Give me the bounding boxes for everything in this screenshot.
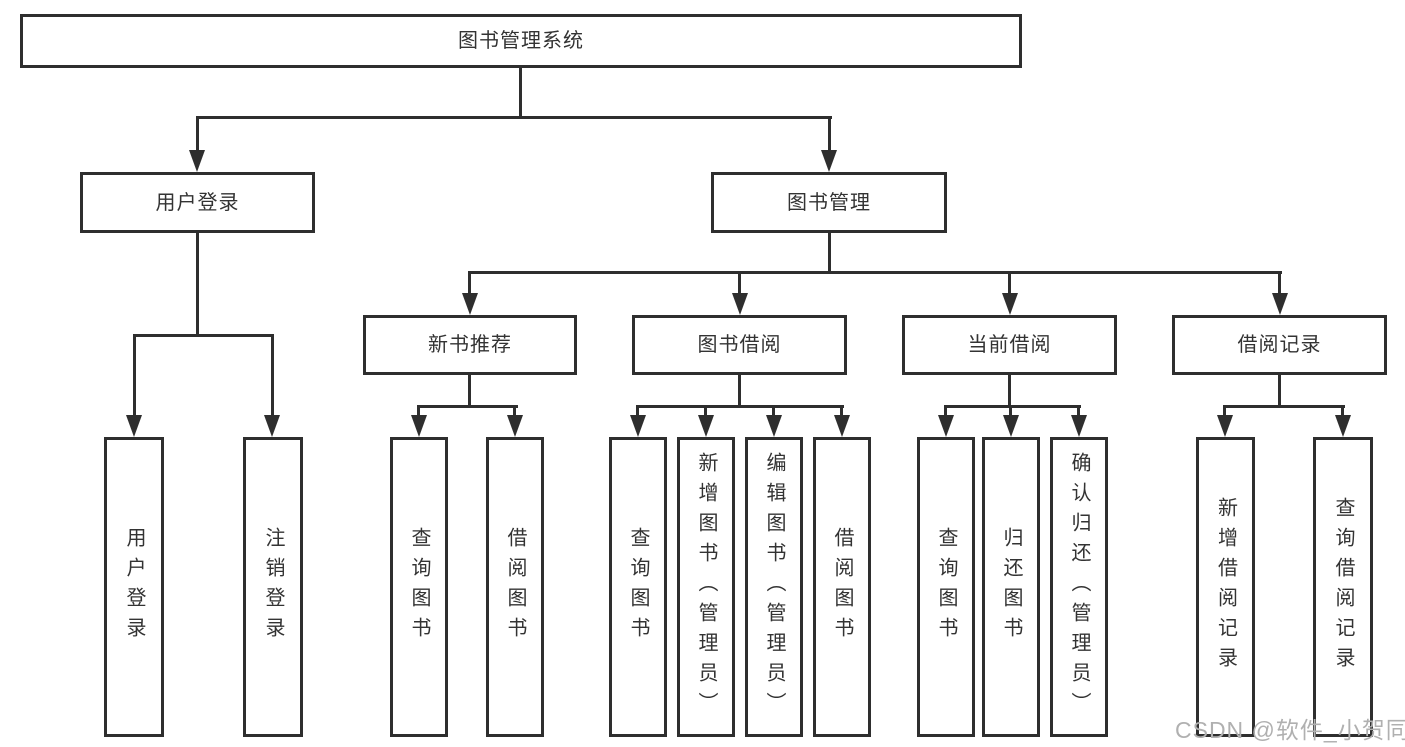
connector-hline [1223, 405, 1345, 408]
node-book-management-label: 图书管理 [787, 191, 871, 214]
connector-vline [196, 233, 199, 337]
leaf-query-books-recommend: 查询图书 [390, 437, 448, 737]
connector-vline [133, 334, 136, 417]
connector-vline [1009, 405, 1012, 418]
connector-vline [1008, 375, 1011, 408]
node-book-borrow: 图书借阅 [632, 315, 847, 375]
leaf-query-books-recommend-label: 查询图书 [408, 527, 430, 647]
arrow-down-icon [1217, 415, 1233, 437]
arrow-down-icon [264, 415, 280, 437]
connector-vline [944, 405, 947, 418]
leaf-query-books-borrow-label: 查询图书 [627, 527, 649, 647]
connector-hline [636, 405, 844, 408]
leaf-query-borrow-record: 查询借阅记录 [1313, 437, 1373, 737]
arrow-down-icon [766, 415, 782, 437]
connector-vline [196, 116, 199, 152]
watermark: CSDN @软件_小贺同学 [1175, 717, 1405, 743]
connector-vline [468, 375, 471, 408]
arrow-down-icon [1272, 293, 1288, 315]
leaf-return-books-label: 归还图书 [1000, 527, 1022, 647]
arrow-down-icon [1002, 293, 1018, 315]
connector-hline [468, 271, 1282, 274]
leaf-borrow-books-label: 借阅图书 [831, 527, 853, 647]
connector-hline [417, 405, 518, 408]
node-root-label: 图书管理系统 [458, 30, 584, 52]
leaf-query-books-current-label: 查询图书 [935, 527, 957, 647]
leaf-add-borrow-record-label: 新增借阅记录 [1214, 497, 1237, 677]
node-book-borrow-label: 图书借阅 [697, 334, 782, 356]
connector-vline [840, 405, 843, 418]
arrow-down-icon [507, 415, 523, 437]
leaf-borrow-books-recommend: 借阅图书 [486, 437, 544, 737]
arrow-down-icon [821, 150, 837, 172]
arrow-down-icon [938, 415, 954, 437]
node-current-borrow: 当前借阅 [902, 315, 1117, 375]
connector-vline [772, 405, 775, 418]
arrow-down-icon [462, 293, 478, 315]
connector-vline [1278, 271, 1281, 295]
connector-vline [417, 405, 420, 418]
connector-vline [1223, 405, 1226, 418]
leaf-return-books: 归还图书 [982, 437, 1040, 737]
arrow-down-icon [1071, 415, 1087, 437]
connector-vline [271, 334, 274, 417]
arrow-down-icon [126, 415, 142, 437]
leaf-confirm-return-admin: 确认归还（管理员） [1050, 437, 1108, 737]
connector-hline [196, 116, 832, 119]
leaf-add-borrow-record: 新增借阅记录 [1196, 437, 1255, 737]
arrow-down-icon [732, 293, 748, 315]
leaf-query-books-current: 查询图书 [917, 437, 975, 737]
arrow-down-icon [834, 415, 850, 437]
node-current-borrow-label: 当前借阅 [967, 334, 1052, 356]
arrow-down-icon [1003, 415, 1019, 437]
connector-vline [1341, 405, 1344, 418]
connector-vline [1278, 375, 1281, 408]
node-new-book-recommend-label: 新书推荐 [428, 334, 512, 356]
connector-vline [704, 405, 707, 418]
leaf-add-book-admin: 新增图书（管理员） [677, 437, 735, 737]
leaf-user-login: 用户登录 [104, 437, 164, 737]
leaf-query-borrow-record-label: 查询借阅记录 [1332, 497, 1354, 677]
leaf-logout-label: 注销登录 [262, 527, 284, 647]
leaf-borrow-books-recommend-label: 借阅图书 [504, 527, 526, 647]
connector-vline [519, 68, 522, 119]
leaf-user-login-label: 用户登录 [123, 527, 145, 647]
leaf-query-books-borrow: 查询图书 [609, 437, 667, 737]
leaf-edit-book-admin-label: 编辑图书（管理员） [763, 452, 785, 722]
leaf-borrow-books: 借阅图书 [813, 437, 871, 737]
connector-vline [738, 375, 741, 408]
connector-hline [133, 334, 274, 337]
leaf-add-book-admin-label: 新增图书（管理员） [695, 452, 717, 722]
node-root: 图书管理系统 [20, 14, 1022, 68]
connector-vline [513, 405, 516, 418]
node-borrow-records-label: 借阅记录 [1237, 334, 1322, 356]
arrow-down-icon [189, 150, 205, 172]
arrow-down-icon [1335, 415, 1351, 437]
node-book-management: 图书管理 [711, 172, 947, 233]
leaf-edit-book-admin: 编辑图书（管理员） [745, 437, 803, 737]
connector-vline [636, 405, 639, 418]
arrow-down-icon [698, 415, 714, 437]
node-user-login-branch-label: 用户登录 [155, 191, 240, 214]
connector-vline [468, 271, 471, 295]
node-user-login-branch: 用户登录 [80, 172, 315, 233]
connector-vline [1077, 405, 1080, 418]
connector-vline [828, 233, 831, 274]
leaf-logout: 注销登录 [243, 437, 303, 737]
node-borrow-records: 借阅记录 [1172, 315, 1387, 375]
connector-vline [1008, 271, 1011, 295]
node-new-book-recommend: 新书推荐 [363, 315, 577, 375]
connector-hline [944, 405, 1081, 408]
connector-vline [828, 116, 831, 152]
arrow-down-icon [411, 415, 427, 437]
leaf-confirm-return-admin-label: 确认归还（管理员） [1068, 452, 1090, 722]
arrow-down-icon [630, 415, 646, 437]
connector-vline [738, 271, 741, 295]
